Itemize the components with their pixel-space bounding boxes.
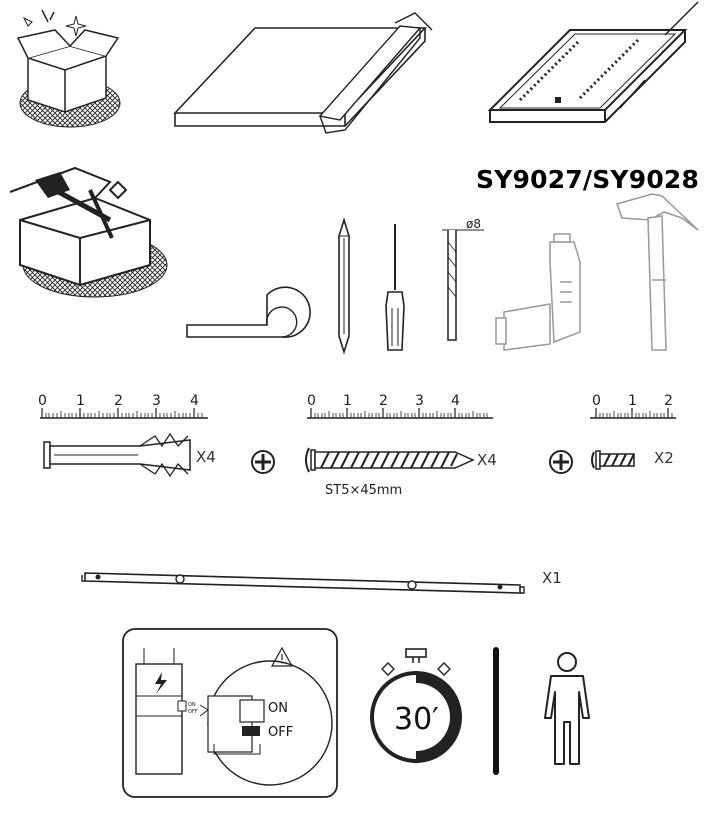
- ruler-screw: 0 1 2 3 4: [307, 393, 493, 419]
- ruler-small-screw: 0 1 2: [590, 393, 676, 419]
- ruler-tick-label: 3: [415, 393, 424, 409]
- screw-spec-label: ST5×45mm: [325, 483, 402, 498]
- mini-on-label: ON: [188, 702, 196, 708]
- panel-protection-icon: [173, 12, 433, 134]
- hammer-icon: [616, 193, 699, 351]
- ruler-wall-plug: 0 1 2 3 4: [38, 393, 208, 419]
- power-off-panel: ON OFF ON OFF: [122, 628, 338, 798]
- hob-icon: [487, 1, 699, 123]
- phillips-icon: [549, 450, 573, 474]
- mounting-bracket-icon: [81, 572, 525, 594]
- small-screw-group: 0 1 2 X2: [590, 393, 676, 470]
- ruler-tick-label: 1: [628, 393, 637, 409]
- tape-measure-icon: [186, 286, 311, 338]
- ruler-tick-label: 0: [592, 393, 601, 409]
- mini-off-label: OFF: [188, 709, 198, 715]
- power-drill-icon: [495, 233, 581, 351]
- electricity-icon: [155, 672, 167, 694]
- bracket-group: X1: [81, 569, 562, 594]
- switch-off-label: OFF: [268, 725, 293, 740]
- small-screw-icon: [591, 450, 635, 470]
- switch-off-indicator: [242, 726, 260, 736]
- screwdriver-icon: [385, 224, 405, 351]
- ruler-tick-label: 2: [379, 393, 388, 409]
- small-screw-quantity: X2: [654, 449, 674, 467]
- ruler-tick-label: 1: [343, 393, 352, 409]
- screw-icon: [305, 447, 475, 473]
- screw-quantity: X4: [477, 451, 497, 469]
- timer-value: 30′: [394, 702, 439, 737]
- ruler-tick-label: 4: [451, 393, 460, 409]
- ruler-tick-label: 0: [307, 393, 316, 409]
- warning-icon: [270, 646, 294, 667]
- ruler-tick-label: 1: [76, 393, 85, 409]
- wall-plug-quantity: X4: [196, 448, 216, 466]
- ruler-tick-label: 4: [190, 393, 199, 409]
- bracket-quantity: X1: [542, 569, 562, 587]
- screw-group: 0 1 2 3 4 X4 ST5×45mm: [305, 393, 497, 498]
- ruler-tick-label: 2: [114, 393, 123, 409]
- model-title: SY9027/SY9028: [476, 165, 700, 194]
- person-icon: [544, 652, 590, 765]
- unbox-icon: [16, 9, 121, 128]
- wall-plug-icon: [43, 432, 191, 478]
- toolbox-icon: [9, 166, 168, 298]
- phillips-icon: [251, 450, 275, 474]
- wall-plug-group: 0 1 2 3 4 X4: [38, 393, 216, 478]
- ruler-tick-label: 0: [38, 393, 47, 409]
- drill-bit-icon: ø8: [442, 217, 484, 341]
- pencil-icon: [338, 217, 350, 355]
- divider: [493, 647, 499, 775]
- stopwatch-icon: 30′: [370, 648, 462, 763]
- switch-on-label: ON: [268, 701, 288, 716]
- ruler-tick-label: 2: [664, 393, 673, 409]
- ruler-tick-label: 3: [152, 393, 161, 409]
- drill-bit-size-label: ø8: [466, 217, 481, 231]
